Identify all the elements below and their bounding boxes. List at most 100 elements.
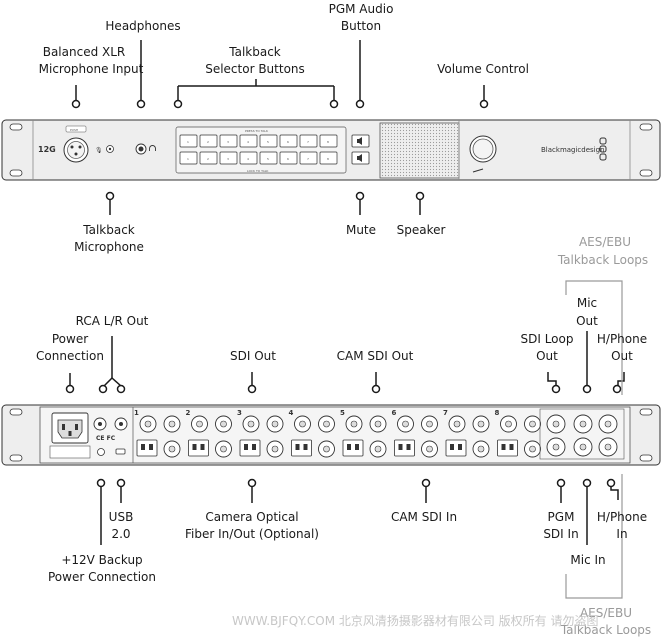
power-label-2: Connection: [36, 349, 104, 363]
iec-power-connector[interactable]: [51, 412, 89, 444]
headphones-icon: [149, 145, 156, 151]
talkback-button-7-press[interactable]: [299, 134, 318, 148]
right-section-connectors: [546, 414, 618, 457]
talkback-button-number: 7: [307, 157, 309, 161]
sdi-loop-out-label-2: Out: [536, 349, 558, 363]
talkback-button-1-press[interactable]: [179, 134, 198, 148]
speaker-grille: [379, 122, 460, 179]
connector-pin: [552, 420, 560, 428]
fiber-lane: [303, 444, 308, 450]
talkback-button-number: 1: [187, 157, 189, 161]
connector-pin: [604, 420, 612, 428]
rear-labels: AES/EBU Talkback Loops Mic Out RCA L/R O…: [36, 235, 651, 637]
talkback-button-1-lock[interactable]: [179, 151, 198, 165]
fiber-lane: [458, 444, 462, 450]
hphone-out-label-1: H/Phone: [597, 332, 647, 346]
rca-lr-out[interactable]: [93, 417, 128, 431]
bnc-pin: [168, 420, 176, 428]
talkback-button-4-press[interactable]: [239, 134, 258, 148]
bnc-pin: [453, 420, 461, 428]
aes-ebu-top-label-2: Talkback Loops: [557, 253, 648, 267]
talkback-selector-label-2: Selector Buttons: [205, 62, 305, 76]
talkback-button-6-press[interactable]: [279, 134, 298, 148]
fiber-lane: [355, 444, 359, 450]
fiber-lane: [141, 444, 145, 450]
bnc-pin: [505, 420, 512, 428]
talkback-button-8-lock[interactable]: [319, 151, 338, 165]
talkback-button-8-press[interactable]: [319, 134, 338, 148]
camera-optical-label-1: Camera Optical: [205, 510, 298, 524]
headphone-jack[interactable]: [135, 143, 147, 155]
rack-slot: [639, 408, 653, 416]
press-to-talk-label: PRESS TO TALK: [245, 129, 269, 133]
channel-number: 3: [237, 409, 242, 417]
volume-control-label: Volume Control: [437, 62, 529, 76]
optical-fiber-port[interactable]: [136, 439, 158, 457]
rack-slot: [639, 454, 653, 462]
xlr-mic-input[interactable]: PUSH: [63, 125, 89, 163]
rack-slot: [639, 169, 653, 177]
bnc-pin: [144, 420, 152, 428]
talkback-button-2-lock[interactable]: [199, 151, 218, 165]
hphone-out-label-2: Out: [611, 349, 633, 363]
talkback-button-7-lock[interactable]: [299, 151, 318, 165]
talkback-button-3-press[interactable]: [219, 134, 238, 148]
channel-number: 2: [186, 409, 191, 417]
camera-optical-label-2: Fiber In/Out (Optional): [185, 527, 319, 541]
brand-logo: Blackmagicdesign: [541, 146, 605, 154]
talkback-button-5-lock[interactable]: [259, 151, 278, 165]
pgm-sdi-in-label-1: PGM: [548, 510, 575, 524]
talkback-button-6-lock[interactable]: [279, 151, 298, 165]
channel-number: 5: [340, 409, 345, 417]
channel-number: 7: [443, 409, 448, 417]
volume-knob[interactable]: [469, 135, 497, 163]
bnc-pin: [374, 445, 382, 453]
talkback-button-2-press[interactable]: [199, 134, 218, 148]
cam-sdi-in-label: CAM SDI In: [391, 510, 457, 524]
watermark: WWW.BJFQY.COM 北京风清扬摄影器材有限公司 版权所有 请勿盗图: [232, 613, 599, 628]
talkback-selector-label-1: Talkback: [228, 45, 281, 59]
talkback-selector-block: PRESS TO TALK LOCK TO TALK 1122334455667…: [175, 126, 347, 174]
talkback-button-5-press[interactable]: [259, 134, 278, 148]
backup-power-jack[interactable]: [97, 448, 105, 456]
optical-fiber-port[interactable]: [342, 439, 364, 457]
ce-mark: CE FC: [96, 435, 116, 442]
bnc-pin: [350, 420, 358, 428]
connector-pin: [552, 443, 560, 451]
bnc-pin: [426, 420, 433, 428]
optical-fiber-port[interactable]: [188, 439, 209, 457]
talkback-button-number: 3: [227, 140, 229, 144]
optical-fiber-port[interactable]: [394, 439, 415, 457]
speaker-label: Speaker: [397, 223, 446, 237]
talkback-button-3-lock[interactable]: [219, 151, 238, 165]
mic-in-label: Mic In: [570, 553, 605, 567]
bnc-pin: [477, 420, 485, 428]
backup-power-label-1: +12V Backup: [61, 553, 142, 567]
optical-fiber-port[interactable]: [445, 439, 467, 457]
talkback-button-number: 8: [327, 157, 329, 161]
front-labels: PGM Audio Button Headphones Balanced XLR…: [39, 2, 529, 254]
pgm-audio-button-label-1: PGM Audio: [329, 2, 394, 16]
mic-icon: 🎙: [95, 146, 103, 154]
front-panel: 12G PUSH 🎙 PRESS TO TALK LOCK TO TALK: [1, 119, 661, 181]
optical-fiber-port[interactable]: [291, 439, 312, 457]
mute-label: Mute: [346, 223, 376, 237]
optical-fiber-port[interactable]: [239, 439, 261, 457]
usb-port[interactable]: [115, 448, 126, 455]
talkback-button-number: 5: [267, 157, 269, 161]
talkback-button-number: 4: [247, 140, 249, 144]
brand-mark-icon: [599, 137, 607, 161]
sdi-loop-out-label-1: SDI Loop: [521, 332, 574, 346]
optical-fiber-port[interactable]: [497, 439, 518, 457]
rack-slot: [9, 408, 23, 416]
bnc-pin: [529, 445, 536, 453]
mic-out-label-2: Out: [576, 314, 598, 328]
aes-ebu-top-label-1: AES/EBU: [579, 235, 631, 249]
channel-number: 4: [289, 409, 294, 417]
talkback-button-number: 2: [207, 157, 209, 161]
channel-number: 6: [392, 409, 397, 417]
usb-label-1: USB: [109, 510, 134, 524]
talkback-button-4-lock[interactable]: [239, 151, 258, 165]
